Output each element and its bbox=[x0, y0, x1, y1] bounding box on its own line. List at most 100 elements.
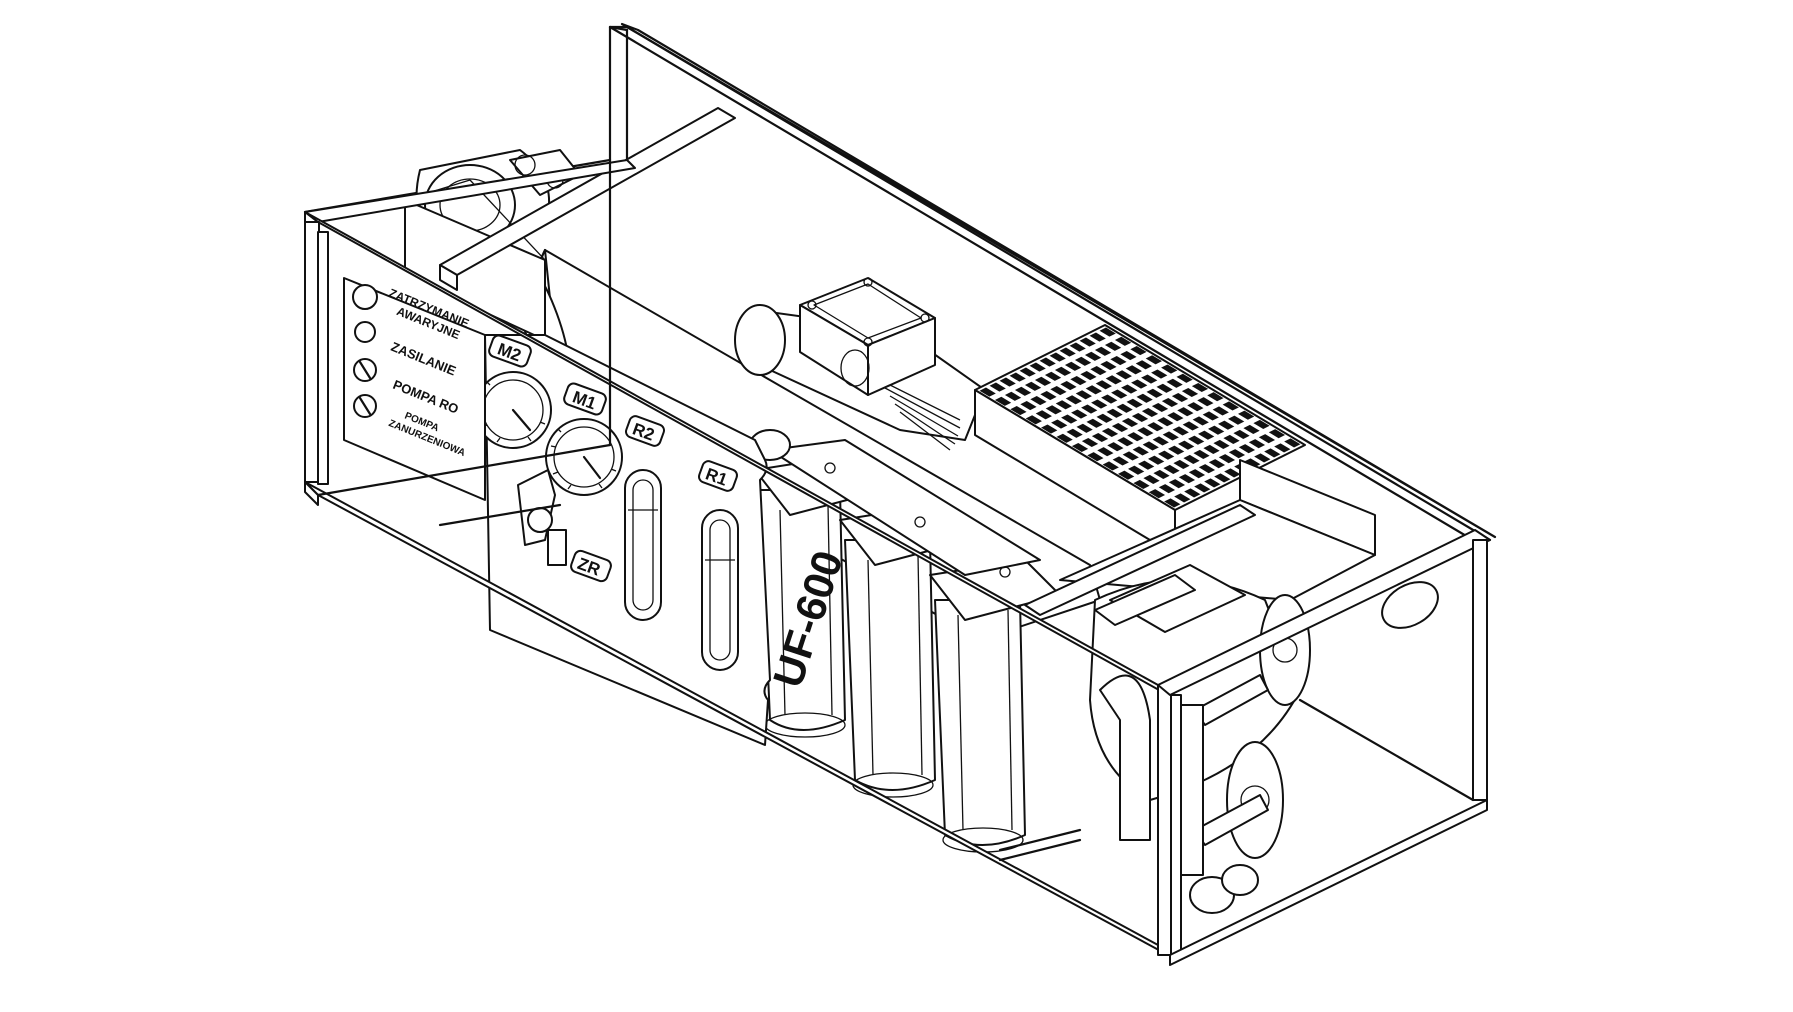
grille-hole bbox=[1074, 356, 1092, 366]
grille-hole bbox=[1192, 416, 1209, 426]
grille-hole bbox=[1158, 450, 1175, 460]
grille-hole bbox=[1184, 488, 1201, 498]
grille-hole bbox=[1243, 424, 1260, 434]
grille-hole bbox=[1188, 435, 1205, 445]
grille-hole bbox=[1065, 395, 1082, 405]
grille-hole bbox=[1090, 366, 1107, 376]
grille-hole bbox=[1191, 382, 1209, 393]
grille-hole bbox=[1091, 399, 1108, 409]
grille-hole bbox=[1187, 402, 1204, 412]
grille-hole bbox=[1080, 371, 1097, 381]
grille-hole bbox=[1173, 459, 1190, 469]
grille-hole bbox=[1071, 409, 1088, 419]
grille-hole bbox=[1228, 449, 1246, 459]
grille-hole bbox=[1178, 474, 1196, 484]
grille-hole bbox=[1024, 381, 1042, 391]
grille-hole bbox=[1131, 412, 1149, 423]
grille-hole bbox=[1208, 459, 1226, 469]
grille-hole bbox=[1110, 356, 1127, 366]
grille-hole bbox=[1157, 417, 1174, 427]
grille-hole bbox=[1143, 474, 1160, 484]
grille-hole bbox=[1120, 351, 1137, 361]
grille-hole bbox=[1168, 479, 1186, 489]
grille-hole bbox=[1264, 448, 1281, 458]
grille-hole bbox=[1208, 425, 1225, 435]
grille-hole bbox=[1091, 432, 1109, 443]
grille-hole bbox=[1172, 426, 1189, 436]
grille-hole bbox=[1040, 391, 1057, 401]
grille-hole bbox=[1035, 410, 1052, 420]
grille-hole bbox=[1034, 376, 1052, 386]
grille-hole bbox=[1081, 437, 1099, 448]
grille-hole bbox=[1212, 406, 1229, 416]
grille-hole bbox=[1222, 401, 1239, 411]
grille-hole bbox=[1045, 405, 1062, 415]
grille-hole bbox=[1075, 390, 1092, 400]
grille-hole bbox=[1102, 461, 1119, 471]
gauge-m2: M2 bbox=[474, 334, 552, 449]
grille-hole bbox=[1167, 412, 1184, 422]
grille-hole bbox=[1202, 411, 1219, 421]
grille-hole bbox=[1050, 386, 1067, 396]
grille-hole bbox=[1146, 388, 1163, 398]
grille-hole bbox=[1194, 483, 1211, 493]
grille-hole bbox=[1106, 408, 1123, 418]
grille-hole bbox=[1099, 327, 1116, 337]
grille-hole bbox=[1107, 442, 1124, 452]
grille-hole bbox=[1162, 431, 1179, 441]
grille-hole bbox=[1122, 451, 1139, 461]
grille-hole bbox=[1213, 439, 1230, 449]
grille-hole bbox=[1084, 351, 1102, 361]
grille-hole bbox=[1164, 498, 1181, 508]
grille-hole bbox=[1049, 352, 1066, 362]
grille-hole bbox=[1118, 470, 1135, 480]
grille-hole bbox=[1151, 369, 1168, 379]
grille-hole bbox=[1130, 346, 1147, 356]
grille-hole bbox=[1183, 454, 1200, 464]
grille-hole bbox=[1177, 407, 1194, 417]
grille-hole bbox=[1054, 366, 1072, 376]
grille-hole bbox=[1029, 362, 1046, 372]
grille-hole bbox=[1248, 439, 1266, 449]
grille-hole bbox=[1258, 434, 1276, 444]
grille-hole bbox=[1096, 413, 1113, 423]
grille-hole bbox=[1101, 394, 1118, 404]
grille-hole bbox=[1197, 397, 1214, 407]
grille-hole bbox=[1163, 464, 1180, 474]
grille-hole bbox=[1132, 446, 1149, 456]
grille-hole bbox=[1061, 414, 1078, 424]
grille-hole bbox=[1055, 400, 1072, 410]
grille-hole bbox=[1066, 428, 1083, 438]
grille-hole bbox=[1152, 436, 1169, 446]
grille-hole bbox=[1059, 347, 1076, 357]
grille-hole bbox=[1064, 361, 1082, 371]
emergency-stop-button bbox=[352, 284, 378, 310]
grille-hole bbox=[1115, 370, 1132, 380]
grille-hole bbox=[1039, 357, 1056, 367]
power-indicator bbox=[354, 321, 376, 343]
grille-hole bbox=[1158, 484, 1176, 494]
grille-hole bbox=[1014, 386, 1032, 396]
grille-hole bbox=[1111, 422, 1129, 433]
junction-box bbox=[799, 277, 936, 396]
grille-hole bbox=[1089, 332, 1106, 342]
grille-hole bbox=[1161, 397, 1179, 408]
grille-hole bbox=[1193, 449, 1210, 459]
grille-hole bbox=[1182, 421, 1199, 431]
grille-hole bbox=[1126, 398, 1143, 408]
grille-hole bbox=[1244, 458, 1261, 468]
grille-hole bbox=[1141, 407, 1159, 418]
grille-hole bbox=[1125, 365, 1142, 375]
grille-hole bbox=[1076, 423, 1093, 433]
grille-hole bbox=[1020, 401, 1037, 411]
grille-hole bbox=[1121, 417, 1139, 428]
grille-hole bbox=[1086, 418, 1103, 428]
grille-hole bbox=[1079, 337, 1096, 347]
valve-zr: ZR bbox=[517, 469, 612, 583]
grille-hole bbox=[1153, 469, 1170, 479]
perforated-grille bbox=[974, 324, 1306, 556]
grille-hole bbox=[1137, 427, 1154, 437]
grille-hole bbox=[1097, 447, 1114, 457]
